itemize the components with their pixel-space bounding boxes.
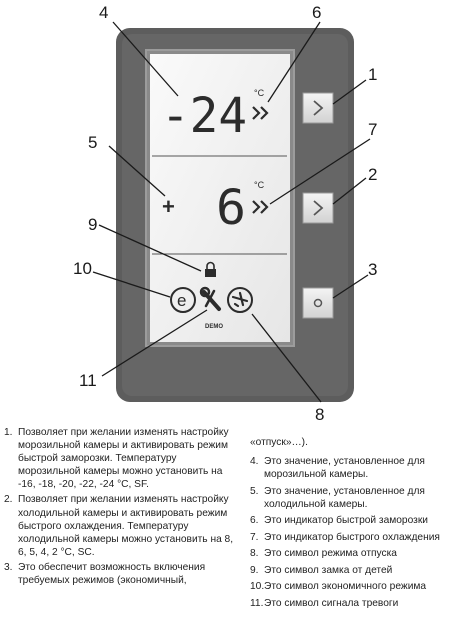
circle-icon [313, 298, 323, 308]
mode-button[interactable] [302, 287, 334, 319]
super-freeze-indicator-icon [252, 106, 269, 120]
fridge-select-button[interactable] [302, 192, 334, 224]
freezer-select-button[interactable] [302, 92, 334, 124]
note-item: 9.Это символ замка от детей [250, 564, 393, 576]
notes-left-column: 1.Позволяет при желании изменять настрой… [4, 426, 240, 589]
notes-right-column: «отпуск»…). 4.Это значение, установленно… [250, 436, 462, 613]
callout-2: 2 [368, 165, 377, 184]
demo-label: DEMO [205, 324, 223, 330]
freezer-unit: °C [254, 88, 265, 98]
eco-mode-icon: e [170, 287, 196, 313]
callout-3: 3 [368, 260, 377, 279]
control-panel-diagram: -24 °C + 6 °C e DEMO [73, 3, 377, 420]
callout-4: 4 [99, 3, 108, 22]
note-item: 2.Позволяет при желании изменять настрой… [4, 494, 234, 558]
callout-1: 1 [368, 65, 377, 84]
callout-6: 6 [312, 3, 321, 22]
note-item: 6.Это индикатор быстрой заморозки [250, 515, 428, 527]
note-item: 10.Это символ экономичного режима [250, 581, 427, 593]
super-cool-indicator-icon [252, 200, 269, 214]
callout-7: 7 [368, 120, 377, 139]
note-continuation: «отпуск»…). [250, 437, 308, 448]
callout-5: 5 [88, 133, 97, 152]
child-lock-icon [205, 261, 216, 277]
svg-text:e: e [177, 291, 186, 310]
note-item: 8.Это символ режима отпуска [250, 548, 397, 560]
note-item: 7.Это индикатор быстрого охлаждения [250, 531, 440, 543]
callout-8: 8 [315, 405, 324, 420]
chevron-right-icon [313, 100, 324, 116]
callout-10: 10 [73, 259, 92, 278]
fridge-sign: + [162, 194, 175, 219]
callout-lines [92, 21, 371, 403]
callout-9: 9 [88, 215, 97, 234]
note-item: 5.Это значение, установленное для холоди… [250, 485, 425, 510]
note-item: 1.Позволяет при желании изменять настрой… [4, 427, 229, 491]
fridge-unit: °C [254, 180, 265, 190]
note-item: 3.Это обеспечит возможность включения тр… [4, 561, 206, 587]
holiday-mode-icon [227, 287, 253, 313]
alarm-wrench-icon [199, 286, 221, 311]
callout-11: 11 [79, 371, 97, 390]
note-item: 11.Это символ сигнала тревоги [250, 597, 399, 609]
chevron-right-icon [313, 200, 324, 216]
fridge-temperature: 6 [216, 180, 246, 236]
freezer-temperature: -24 [161, 88, 247, 144]
note-item: 4.Это значение, установленное для морози… [250, 456, 425, 481]
